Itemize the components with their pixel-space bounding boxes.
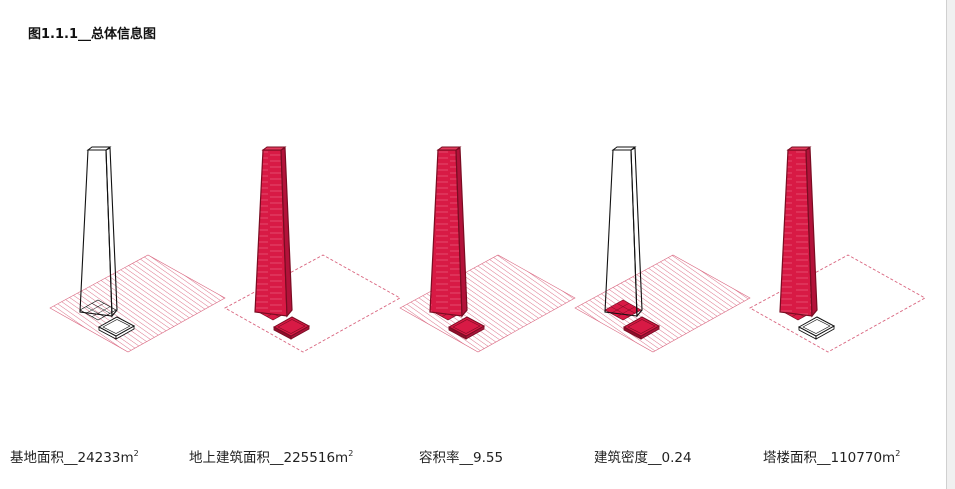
tower-top: [86, 146, 112, 151]
site-outline: [224, 254, 401, 353]
vertical-scrollbar[interactable]: [946, 0, 955, 489]
tower-side: [805, 147, 818, 318]
tower-side: [105, 147, 118, 318]
podium-top: [622, 316, 661, 337]
label-unit: m: [120, 450, 134, 466]
label-tower-area: 塔楼面积__110770m2: [763, 446, 900, 466]
panel-plot-ratio: [399, 146, 576, 353]
label-value: 24233: [77, 450, 121, 466]
panel-tower-area: [749, 146, 926, 353]
site-outline: [749, 254, 926, 353]
label-text: 基地面积__: [10, 450, 78, 466]
label-text: 地上建筑面积__: [189, 450, 284, 466]
label-value: 0.24: [661, 450, 692, 466]
tower-side: [630, 147, 643, 318]
tower-top: [261, 146, 287, 151]
label-text: 建筑密度__: [594, 450, 662, 466]
label-unit-sup: 2: [348, 449, 354, 458]
label-unit-sup: 2: [133, 449, 139, 458]
panel-gross-floor-area: [224, 146, 401, 353]
tower-top: [436, 146, 462, 151]
label-gross-floor-area: 地上建筑面积__225516m2: [189, 446, 353, 466]
label-unit: m: [882, 450, 896, 466]
podium-top: [797, 316, 836, 337]
label-building-density: 建筑密度__0.24: [594, 446, 692, 466]
podium-top: [272, 316, 311, 337]
site-hatch: [49, 254, 226, 353]
label-text: 容积率__: [419, 450, 473, 466]
label-value: 9.55: [473, 450, 504, 466]
label-site-area: 基地面积__24233m2: [10, 446, 139, 466]
site-hatch: [399, 254, 576, 353]
tower-side: [455, 147, 468, 318]
tower-top: [611, 146, 637, 151]
panel-site-area: [49, 146, 226, 353]
label-plot-ratio: 容积率__9.55: [419, 446, 503, 466]
label-text: 塔楼面积__: [763, 450, 831, 466]
tower-top: [786, 146, 812, 151]
tower-side: [280, 147, 293, 318]
podium-top: [447, 316, 486, 337]
label-unit-sup: 2: [895, 449, 901, 458]
site-hatch: [574, 254, 751, 353]
label-value: 110770: [830, 450, 883, 466]
podium-top: [97, 316, 136, 337]
label-unit: m: [335, 450, 349, 466]
figure-title: 图1.1.1__总体信息图: [28, 27, 157, 42]
label-value: 225516: [283, 450, 336, 466]
panel-building-density: [574, 146, 751, 353]
